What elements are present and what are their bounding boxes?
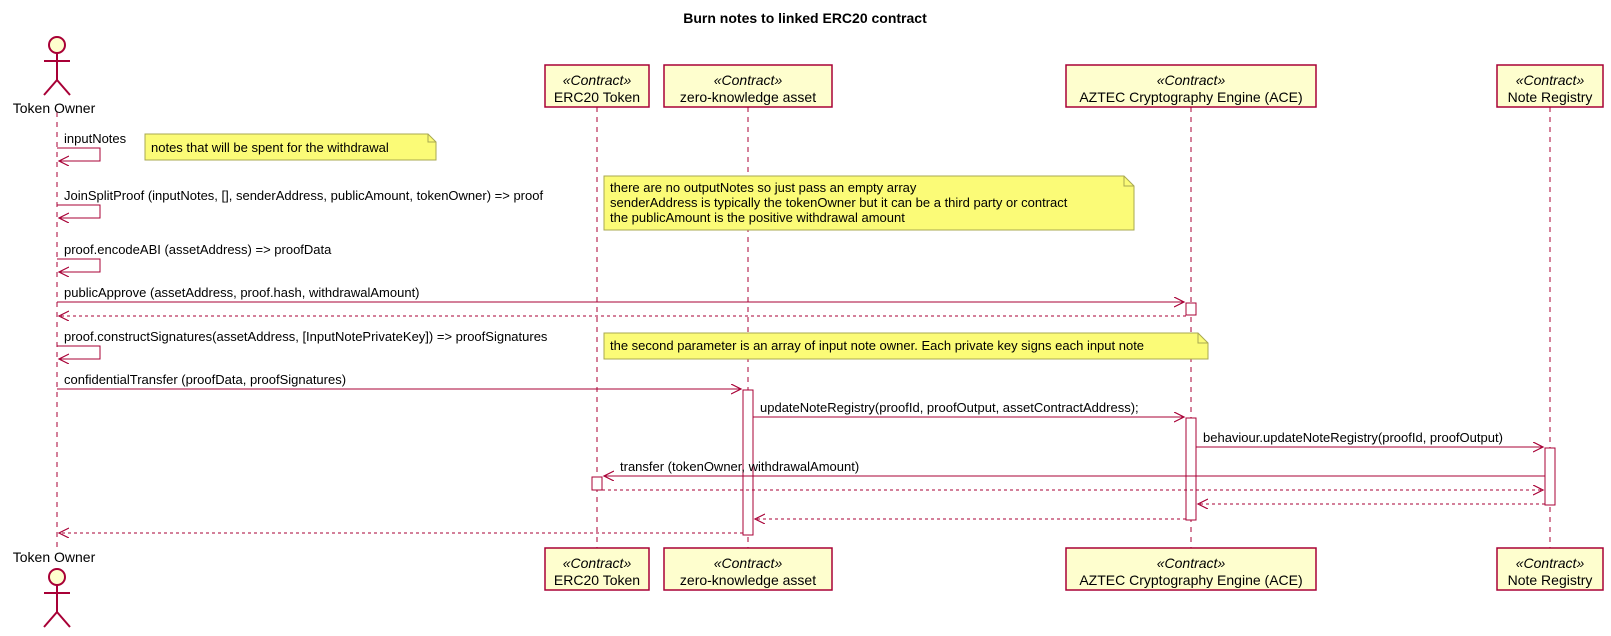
message-update-note-registry: updateNoteRegistry(proofId, proofOutput,… [753, 400, 1184, 417]
participant-stereotype: «Contract» [1516, 72, 1585, 88]
message-label: proof.constructSignatures(assetAddress, … [64, 329, 548, 344]
participant-name: ERC20 Token [554, 89, 640, 105]
message-label: confidentialTransfer (proofData, proofSi… [64, 372, 346, 387]
participant-name: ERC20 Token [554, 572, 640, 588]
participant-stereotype: «Contract» [563, 555, 632, 571]
message-behaviour-update: behaviour.updateNoteRegistry(proofId, pr… [1196, 430, 1543, 447]
lifelines [56, 107, 1551, 548]
participant-ace-bottom: «Contract» AZTEC Cryptography Engine (AC… [1065, 547, 1317, 591]
participant-name: zero-knowledge asset [680, 572, 816, 588]
activation-note-registry [1544, 447, 1556, 506]
activation-erc20 [591, 476, 603, 491]
note-line: the publicAmount is the positive withdra… [610, 210, 905, 225]
participant-stereotype: «Contract» [1516, 555, 1585, 571]
diagram-title: Burn notes to linked ERC20 contract [683, 10, 927, 26]
message-label: JoinSplitProof (inputNotes, [], senderAd… [64, 188, 543, 203]
note-signatures: the second parameter is an array of inpu… [603, 332, 1209, 360]
message-encode-abi: proof.encodeABI (assetAddress) => proofD… [57, 242, 332, 272]
message-label: updateNoteRegistry(proofId, proofOutput,… [760, 400, 1139, 415]
message-label: proof.encodeABI (assetAddress) => proofD… [64, 242, 332, 257]
activation-bars [591, 302, 1556, 536]
message-join-split-proof: JoinSplitProof (inputNotes, [], senderAd… [57, 188, 543, 218]
message-label: inputNotes [64, 131, 127, 146]
participant-name: AZTEC Cryptography Engine (ACE) [1079, 572, 1302, 588]
participant-ace-top: «Contract» AZTEC Cryptography Engine (AC… [1065, 64, 1317, 108]
participant-stereotype: «Contract» [714, 555, 783, 571]
activation-ace-approve [1185, 302, 1197, 316]
participant-note-registry-bottom: «Contract» Note Registry [1496, 547, 1604, 591]
participant-stereotype: «Contract» [1157, 555, 1226, 571]
actor-stick-figure-icon [43, 36, 71, 96]
participant-erc20-token-top: «Contract» ERC20 Token [544, 64, 650, 108]
notes: notes that will be spent for the withdra… [144, 133, 1209, 360]
note-line: notes that will be spent for the withdra… [151, 140, 389, 155]
message-confidential-transfer: confidentialTransfer (proofData, proofSi… [57, 372, 741, 389]
note-line: senderAddress is typically the tokenOwne… [610, 195, 1068, 210]
actor-name: Token Owner [13, 549, 96, 565]
note-line: the second parameter is an array of inpu… [610, 338, 1144, 353]
actor-stick-figure-icon [43, 568, 71, 628]
activation-ace [1185, 417, 1197, 521]
actor-token-owner-bottom: Token Owner [13, 549, 96, 628]
message-input-notes: inputNotes [57, 131, 127, 161]
message-label: behaviour.updateNoteRegistry(proofId, pr… [1203, 430, 1503, 445]
participant-name: AZTEC Cryptography Engine (ACE) [1079, 89, 1302, 105]
participant-stereotype: «Contract» [1157, 72, 1226, 88]
message-label: transfer (tokenOwner, withdrawalAmount) [620, 459, 859, 474]
note-input-notes: notes that will be spent for the withdra… [144, 133, 437, 161]
activation-zk-asset [742, 389, 754, 536]
participant-zk-asset-bottom: «Contract» zero-knowledge asset [663, 547, 833, 591]
messages: inputNotes JoinSplitProof (inputNotes, [… [57, 131, 1545, 533]
participant-name: Note Registry [1508, 572, 1593, 588]
participant-zk-asset-top: «Contract» zero-knowledge asset [663, 64, 833, 108]
participant-name: Note Registry [1508, 89, 1593, 105]
actor-token-owner-top: Token Owner [13, 36, 96, 116]
actor-name: Token Owner [13, 100, 96, 116]
message-transfer: transfer (tokenOwner, withdrawalAmount) [604, 459, 1545, 476]
participant-stereotype: «Contract» [563, 72, 632, 88]
message-label: publicApprove (assetAddress, proof.hash,… [64, 285, 420, 300]
participant-name: zero-knowledge asset [680, 89, 816, 105]
message-public-approve: publicApprove (assetAddress, proof.hash,… [57, 285, 1184, 302]
participant-stereotype: «Contract» [714, 72, 783, 88]
participant-erc20-token-bottom: «Contract» ERC20 Token [544, 547, 650, 591]
note-line: there are no outputNotes so just pass an… [610, 180, 917, 195]
participant-note-registry-top: «Contract» Note Registry [1496, 64, 1604, 108]
message-construct-signatures: proof.constructSignatures(assetAddress, … [57, 329, 548, 359]
note-output-notes: there are no outputNotes so just pass an… [603, 175, 1135, 231]
